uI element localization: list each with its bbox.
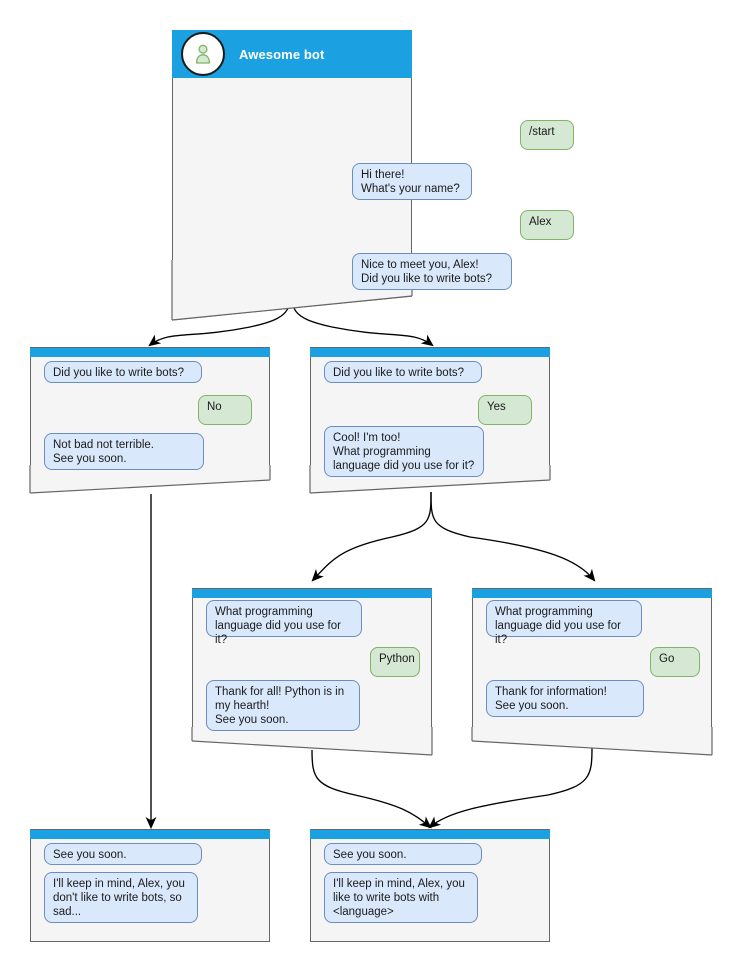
- message-bubble-bot: Not bad not terrible. See you soon.: [44, 433, 204, 470]
- flow-node-no-branch[interactable]: Did you like to write bots? No Not bad n…: [29, 347, 271, 497]
- message-bubble-bot: Thank for information! See you soon.: [486, 680, 644, 717]
- edge-yes-to-go: [430, 491, 596, 582]
- message-bubble-bot: See you soon.: [324, 843, 482, 865]
- message-bubble-user: Python: [370, 647, 420, 677]
- flow-node-python-branch[interactable]: What programming language did you use fo…: [191, 588, 433, 758]
- message-bubble-bot: What programming language did you use fo…: [206, 600, 362, 646]
- message-bubble-user: /start: [520, 120, 574, 150]
- edge-python-to-end: [311, 749, 432, 829]
- window-bottom-slanted-edge: [471, 727, 713, 756]
- message-bubble-user: Alex: [520, 210, 574, 240]
- message-bubble-bot: See you soon.: [44, 843, 202, 865]
- message-bubble-bot: Thank for all! Python is in my hearth! S…: [206, 680, 360, 731]
- window-title-bar: Awesome bot: [172, 30, 412, 78]
- window-title-text: Awesome bot: [239, 46, 325, 62]
- message-bubble-bot: Did you like to write bots?: [324, 361, 482, 383]
- flow-node-yes-branch[interactable]: Did you like to write bots? Yes Cool! I'…: [309, 347, 551, 497]
- window-title-bar: [30, 347, 270, 357]
- message-bubble-user: Yes: [478, 395, 532, 425]
- edge-go-to-end: [428, 747, 593, 829]
- window-bottom-slanted-edge: [191, 727, 433, 756]
- message-bubble-bot: Hi there! What's your name?: [352, 163, 472, 200]
- window-title-bar: [472, 588, 712, 598]
- edge-yes-to-python: [311, 491, 432, 582]
- message-bubble-bot: Cool! I'm too! What programming language…: [324, 426, 484, 477]
- message-bubble-user: No: [198, 395, 252, 425]
- message-bubble-bot: I'll keep in mind, Alex, you like to wri…: [324, 872, 478, 923]
- message-bubble-bot: Nice to meet you, Alex! Did you like to …: [352, 253, 512, 290]
- flow-node-end-happy[interactable]: See you soon. I'll keep in mind, Alex, y…: [310, 829, 550, 942]
- flow-node-go-branch[interactable]: What programming language did you use fo…: [471, 588, 713, 758]
- message-bubble-bot: Did you like to write bots?: [44, 361, 202, 383]
- flow-node-root[interactable]: Awesome bot /start Hi there! What's your…: [171, 30, 574, 321]
- window-title-bar: [310, 829, 550, 839]
- person-glyph: [195, 44, 211, 64]
- window-title-bar: [310, 347, 550, 357]
- window-title-bar: [192, 588, 432, 598]
- message-bubble-bot: What programming language did you use fo…: [486, 600, 642, 646]
- window-bottom-slanted-edge: [29, 465, 271, 494]
- message-bubble-bot: I'll keep in mind, Alex, you don't like …: [44, 872, 198, 923]
- flow-node-end-sad[interactable]: See you soon. I'll keep in mind, Alex, y…: [30, 829, 270, 942]
- window-title-bar: [30, 829, 270, 839]
- message-bubble-user: Go: [650, 647, 700, 677]
- person-avatar-icon: [181, 32, 225, 76]
